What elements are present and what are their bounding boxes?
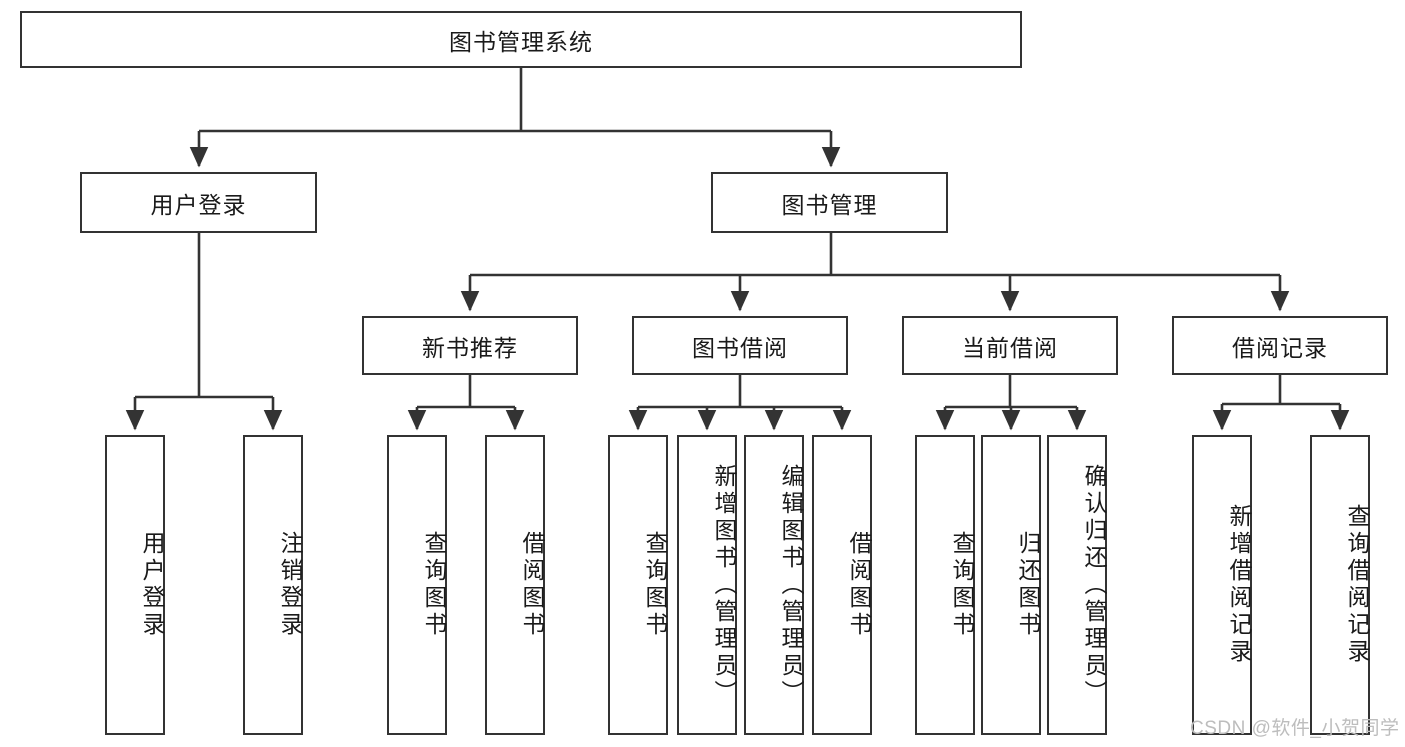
leaf-user-login[interactable]: 用户登录 bbox=[105, 435, 165, 735]
leaf-borrow-book-newbook-label: 借阅图书 bbox=[519, 531, 545, 639]
leaf-borrow-book[interactable]: 借阅图书 bbox=[812, 435, 872, 735]
leaf-return-book[interactable]: 归还图书 bbox=[981, 435, 1041, 735]
leaf-edit-book-admin[interactable]: 编辑图书（管理员） bbox=[744, 435, 804, 735]
leaf-logout-label: 注销登录 bbox=[277, 531, 303, 639]
leaf-add-book-admin-label: 新增图书（管理员） bbox=[711, 463, 737, 707]
watermark-text: CSDN @软件_小贺同学 bbox=[1190, 718, 1400, 739]
leaf-query-book-newbook-label: 查询图书 bbox=[421, 531, 447, 639]
leaf-edit-book-admin-label: 编辑图书（管理员） bbox=[778, 463, 804, 707]
leaf-logout[interactable]: 注销登录 bbox=[243, 435, 303, 735]
leaf-query-borrow-record-label: 查询借阅记录 bbox=[1344, 504, 1370, 666]
node-current-borrow[interactable]: 当前借阅 bbox=[902, 316, 1118, 375]
leaf-query-book-borrow-label: 查询图书 bbox=[642, 531, 668, 639]
node-book-management[interactable]: 图书管理 bbox=[711, 172, 948, 233]
leaf-borrow-book-newbook[interactable]: 借阅图书 bbox=[485, 435, 545, 735]
leaf-add-borrow-record[interactable]: 新增借阅记录 bbox=[1192, 435, 1252, 735]
leaf-add-book-admin[interactable]: 新增图书（管理员） bbox=[677, 435, 737, 735]
leaf-confirm-return-admin[interactable]: 确认归还（管理员） bbox=[1047, 435, 1107, 735]
node-book-borrow[interactable]: 图书借阅 bbox=[632, 316, 848, 375]
leaf-query-book-current[interactable]: 查询图书 bbox=[915, 435, 975, 735]
node-user-login-label: 用户登录 bbox=[150, 191, 247, 218]
node-borrow-records[interactable]: 借阅记录 bbox=[1172, 316, 1388, 375]
leaf-query-book-newbook[interactable]: 查询图书 bbox=[387, 435, 447, 735]
node-new-book-recommend-label: 新书推荐 bbox=[422, 334, 518, 361]
node-book-borrow-label: 图书借阅 bbox=[692, 334, 788, 361]
leaf-query-book-borrow[interactable]: 查询图书 bbox=[608, 435, 668, 735]
node-new-book-recommend[interactable]: 新书推荐 bbox=[362, 316, 578, 375]
node-book-management-label: 图书管理 bbox=[781, 191, 878, 218]
node-root[interactable]: 图书管理系统 bbox=[20, 11, 1022, 68]
leaf-add-borrow-record-label: 新增借阅记录 bbox=[1226, 504, 1252, 666]
leaf-confirm-return-admin-label: 确认归还（管理员） bbox=[1081, 463, 1107, 707]
leaf-user-login-label: 用户登录 bbox=[139, 531, 165, 639]
leaf-query-book-current-label: 查询图书 bbox=[949, 531, 975, 639]
node-borrow-records-label: 借阅记录 bbox=[1232, 334, 1328, 361]
leaf-borrow-book-label: 借阅图书 bbox=[846, 531, 872, 639]
leaf-query-borrow-record[interactable]: 查询借阅记录 bbox=[1310, 435, 1370, 735]
leaf-return-book-label: 归还图书 bbox=[1015, 531, 1041, 639]
node-current-borrow-label: 当前借阅 bbox=[962, 334, 1058, 361]
node-root-label: 图书管理系统 bbox=[449, 28, 593, 55]
node-user-login[interactable]: 用户登录 bbox=[80, 172, 317, 233]
